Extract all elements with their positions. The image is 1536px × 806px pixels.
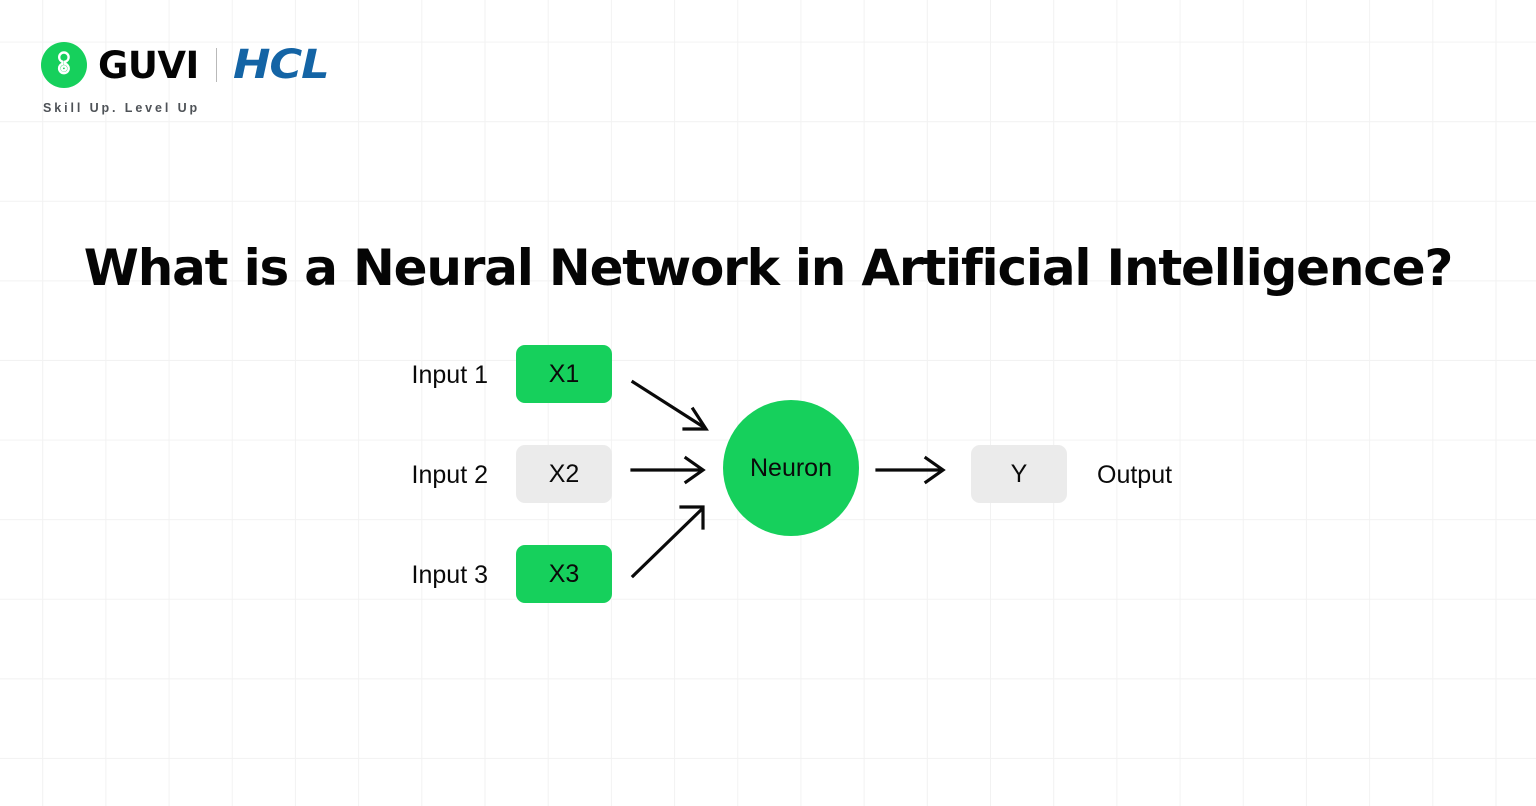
input-2-label: Input 2 — [411, 461, 488, 489]
input-3-label: Input 3 — [411, 561, 488, 589]
arrow-x2-to-neuron — [630, 455, 706, 485]
arrow-neuron-to-output — [875, 455, 946, 485]
brand-tagline: Skill Up. Level Up — [43, 101, 201, 115]
input-node-x1: X1 — [516, 345, 612, 403]
input-node-x2: X2 — [516, 445, 612, 503]
neuron-node: Neuron — [723, 400, 859, 536]
input-1-label: Input 1 — [411, 361, 488, 389]
brand-logo-row: GUVI HCL — [41, 42, 330, 88]
arrow-x1-to-neuron — [630, 379, 709, 431]
page-title: What is a Neural Network in Artificial I… — [83, 238, 1454, 297]
guvi-wordmark: GUVI — [98, 43, 199, 87]
hcl-logo-icon: HCL — [232, 42, 330, 88]
output-label: Output — [1097, 461, 1173, 489]
output-node-y: Y — [971, 445, 1067, 503]
input-node-x3: X3 — [516, 545, 612, 603]
guvi-logo-icon — [41, 42, 87, 88]
brand-header: GUVI HCL Skill Up. Level Up — [41, 42, 330, 115]
arrow-x3-to-neuron — [630, 505, 705, 579]
brand-divider — [215, 48, 217, 82]
